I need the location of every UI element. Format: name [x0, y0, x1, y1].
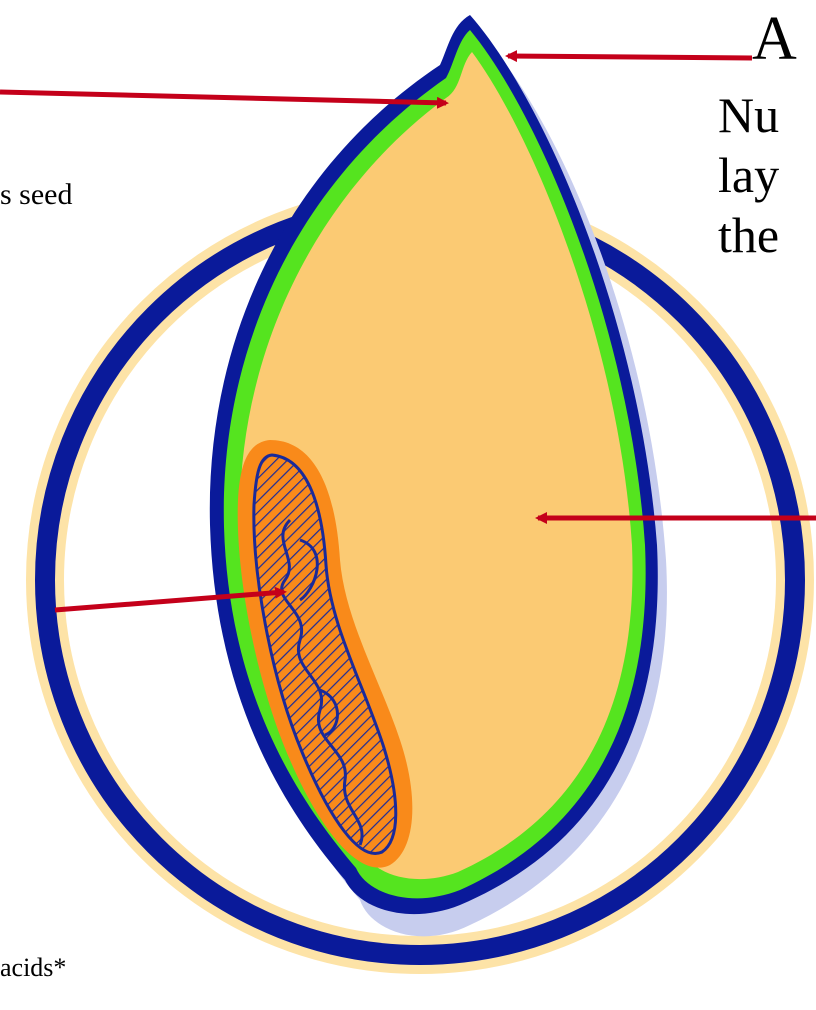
label-description-line-2: lay: [718, 150, 779, 200]
label-description-line-1: Nu: [718, 90, 779, 140]
label-heading-fragment: A: [752, 8, 797, 70]
arrow-seed-coat-left: [0, 92, 446, 103]
label-seed-fragment: s seed: [0, 180, 72, 210]
arrow-seed-coat-top: [508, 56, 752, 58]
label-acids-fragment: acids*: [0, 955, 66, 981]
label-description-line-3: the: [718, 210, 779, 260]
